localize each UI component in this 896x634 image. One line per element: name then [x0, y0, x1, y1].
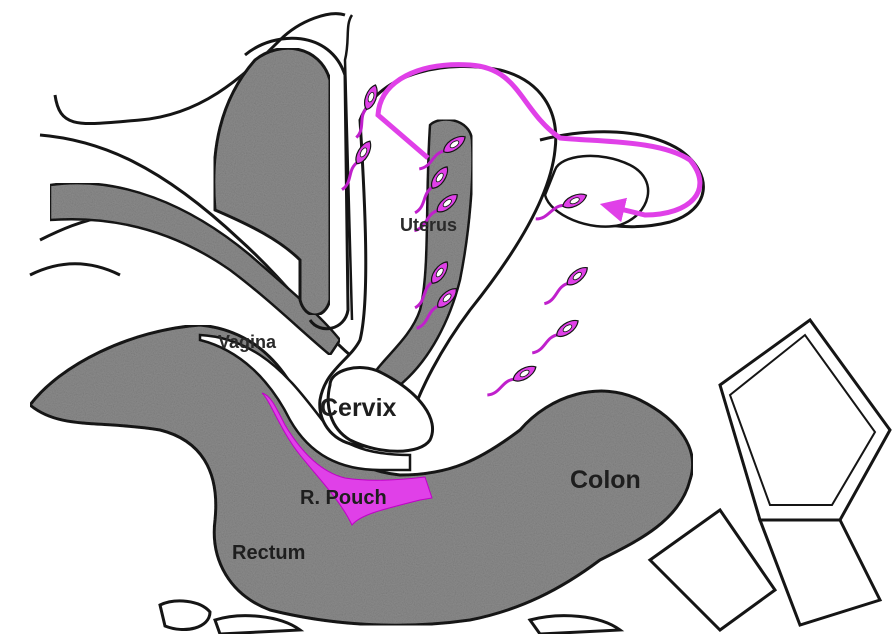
- rectum-label: Rectum: [232, 542, 305, 565]
- sperm-icon: [485, 362, 539, 399]
- pouch-label: R. Pouch: [300, 487, 387, 510]
- sperm-icon: [529, 317, 581, 358]
- cervix-label: Cervix: [320, 394, 396, 423]
- uterus-label: Uterus: [400, 215, 457, 236]
- vagina-label: Vagina: [218, 332, 276, 353]
- colon-label: Colon: [570, 466, 641, 495]
- sperm-icon: [541, 264, 591, 308]
- ovary: [545, 156, 648, 227]
